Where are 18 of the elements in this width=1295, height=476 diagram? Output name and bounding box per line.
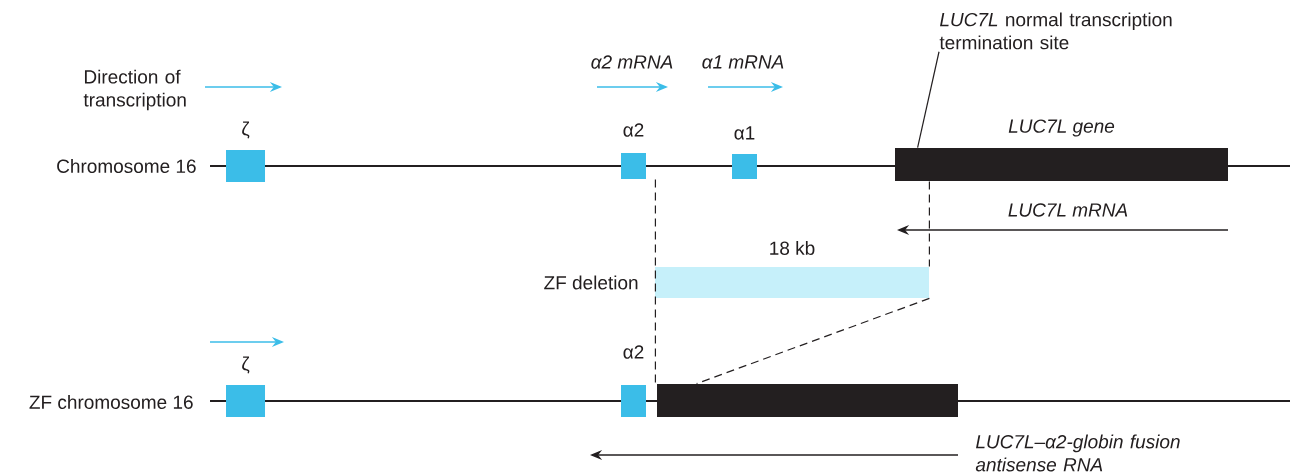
gene-label: 18 kb (770, 241, 815, 255)
text-label: α1 mRNA (702, 55, 784, 69)
gene-bar (657, 384, 958, 417)
dashed-line (654, 178, 656, 385)
gene-label: LUC7L gene (1008, 119, 1115, 137)
gene-label: ζ (242, 356, 250, 374)
annotation-text: LUC7L normal transcription termination site (939, 12, 1172, 50)
text-label: α2 mRNA (591, 55, 673, 69)
gene-label: α1 (734, 126, 755, 140)
dashed-line (696, 297, 930, 385)
gene-label: α2 (623, 123, 644, 137)
gene-label: ζ (242, 121, 250, 139)
deletion-label: ZF deletion (544, 275, 638, 290)
text-label: LUC7L mRNA (1008, 203, 1128, 217)
leader-line (917, 51, 940, 149)
chromosome-label: Chromosome 16 (57, 159, 196, 173)
gene-label: α2 (623, 345, 644, 359)
dashed-line (928, 180, 930, 268)
